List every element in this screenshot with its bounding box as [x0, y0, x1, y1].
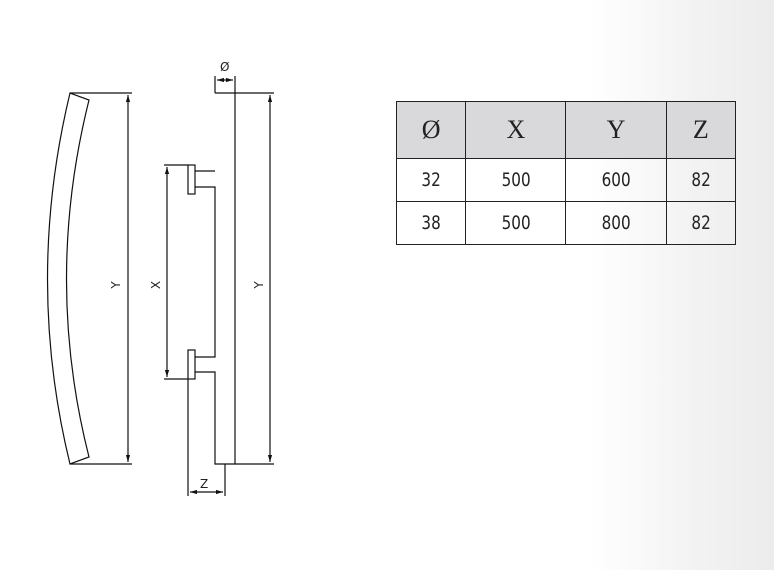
header-y: Y: [565, 101, 667, 159]
lower-post-plate: [187, 349, 196, 380]
cell: 38: [421, 212, 441, 234]
table-header-row: Ø X Y Z: [395, 101, 737, 159]
curved-handle: [46, 92, 90, 465]
z-label: Z: [200, 477, 208, 491]
upper-post-plate: [187, 164, 196, 195]
header-diameter: Ø: [395, 101, 467, 159]
header-x: X: [465, 101, 567, 159]
cell: 500: [501, 169, 531, 191]
table-row: 38 500 800 82: [395, 201, 737, 245]
handle-bar: [195, 92, 236, 465]
header-z: Z: [665, 101, 737, 159]
cell: 82: [691, 212, 711, 234]
cell: 800: [601, 212, 631, 234]
cell: 82: [691, 169, 711, 191]
table-row: 32 500 600 82: [395, 158, 737, 202]
y-label-left: Y: [109, 281, 123, 290]
cell: 500: [501, 212, 531, 234]
dimensions-table: Ø X Y Z 32 500 600 82 38 500 800 82: [395, 101, 737, 245]
diameter-label: Ø: [220, 60, 229, 74]
x-label: X: [149, 281, 163, 289]
cell: 600: [601, 169, 631, 191]
cell: 32: [421, 169, 441, 191]
y-label-right: Y: [252, 281, 266, 290]
